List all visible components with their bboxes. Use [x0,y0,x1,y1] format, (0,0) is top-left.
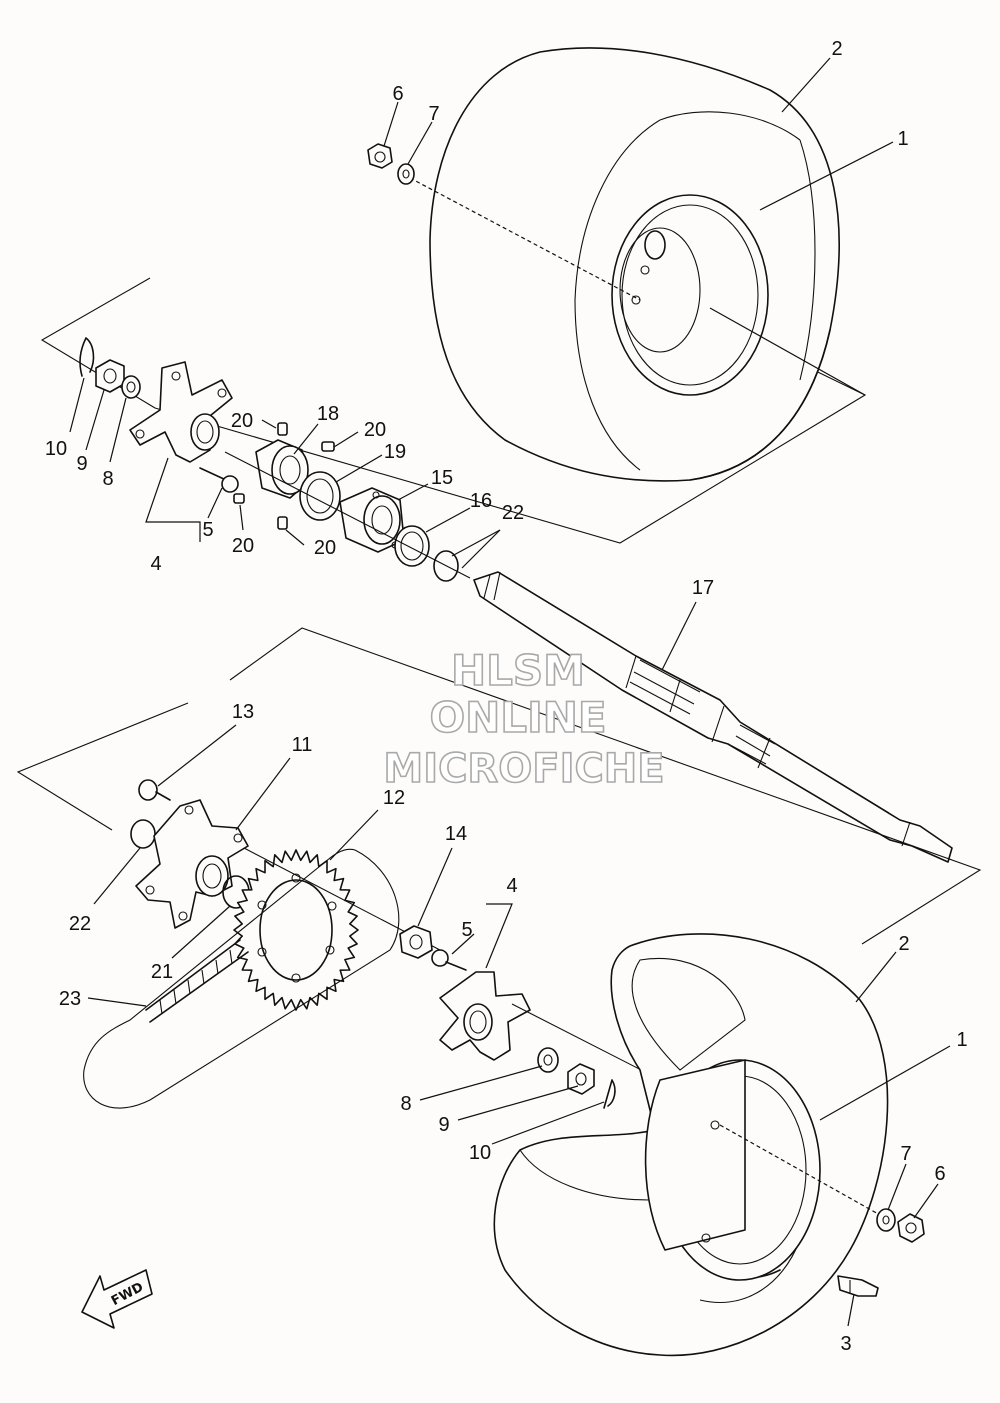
label-bottom-bolt: 5 [461,919,472,941]
callout-lines [69,57,951,1327]
set-screw-1 [277,422,288,436]
watermark: HLSM ONLINE MICROFICHE [383,645,666,793]
nut-14 [399,925,433,959]
label-bottom-tire: 2 [898,933,909,955]
top-nut [367,143,393,169]
label-rear-axle: 17 [692,577,714,599]
bottom-cotter-pin [603,1079,616,1109]
watermark-line3: MICROFICHE [383,746,664,792]
label-top-washer: 7 [428,103,439,125]
label-bottom-washer: 7 [900,1143,911,1165]
label-set-screw-b: 20 [364,419,386,441]
set-screw-2 [321,441,335,452]
top-castle-nut [95,359,125,393]
label-sprocket: 12 [383,787,405,809]
sprocket-hub [135,799,249,929]
label-o-ring-21: 21 [151,961,173,983]
bottom-bolt [431,949,467,971]
label-top-nut: 6 [392,83,403,105]
top-cotter-pin [79,337,95,377]
label-top-hub-assy: 4 [150,553,161,575]
callout-labels: 2 1 6 7 10 9 8 4 5 18 20 20 20 20 19 15 … [45,38,968,1355]
label-top-castle-nut: 9 [76,453,87,475]
label-set-screw-d: 20 [314,537,336,559]
bottom-assembly-frame [16,627,982,945]
valve [837,1275,879,1297]
top-rim [611,194,769,396]
watermark-line1: HLSM [451,646,585,695]
label-oil-seal: 19 [384,441,406,463]
label-top-rim: 1 [897,128,908,150]
chain [145,939,249,1023]
o-ring-22 [130,819,156,849]
top-washer [397,163,415,185]
label-bottom-washer-8: 8 [400,1093,411,1115]
label-chain: 23 [59,988,81,1010]
collar [394,525,430,567]
label-bottom-castle-nut: 9 [438,1114,449,1136]
label-set-screw-a: 20 [231,410,253,432]
label-nut-14: 14 [445,823,467,845]
fwd-arrow-icon: FWD [81,1269,153,1329]
label-set-screw-c: 20 [232,535,254,557]
set-screw-3 [233,493,245,504]
label-bearing-housing: 15 [431,467,453,489]
label-holder: 18 [317,403,339,425]
label-top-tire: 2 [831,38,842,60]
sprocket [233,849,359,1011]
bolt-13 [138,779,171,801]
label-bottom-nut: 6 [934,1163,945,1185]
label-bottom-hub-assy: 4 [506,875,517,897]
top-hub [129,361,233,463]
label-circlip: 22 [502,502,524,524]
oil-seal [299,471,341,521]
set-screw-4 [277,516,288,530]
label-top-washer-8: 8 [102,468,113,490]
label-top-pin: 10 [45,438,67,460]
label-bottom-pin: 10 [469,1142,491,1164]
rear-axle [473,571,953,863]
bearing-housing [339,487,405,553]
label-bolt-13: 13 [232,701,254,723]
label-valve: 3 [840,1333,851,1355]
holder [255,439,309,499]
chain-loop [83,848,400,1109]
watermark-line2: ONLINE [429,693,606,742]
label-sprocket-hub: 11 [292,734,313,756]
label-collar: 16 [470,490,492,512]
label-o-ring-22: 22 [69,913,91,935]
bottom-castle-nut [567,1063,595,1095]
top-washer-8 [121,375,141,399]
top-shaft-line [224,451,471,579]
bottom-washer [876,1208,896,1232]
top-axis-dashed [409,177,641,301]
bottom-axis-dashed [719,1124,881,1216]
label-bottom-rim: 1 [956,1029,967,1051]
label-top-bolt: 5 [202,519,213,541]
bottom-washer-8 [537,1047,559,1073]
bottom-rim [644,1059,821,1281]
bottom-nut [897,1213,925,1243]
top-bolt [199,467,239,493]
bottom-hub [439,971,531,1061]
circlip [433,550,459,582]
